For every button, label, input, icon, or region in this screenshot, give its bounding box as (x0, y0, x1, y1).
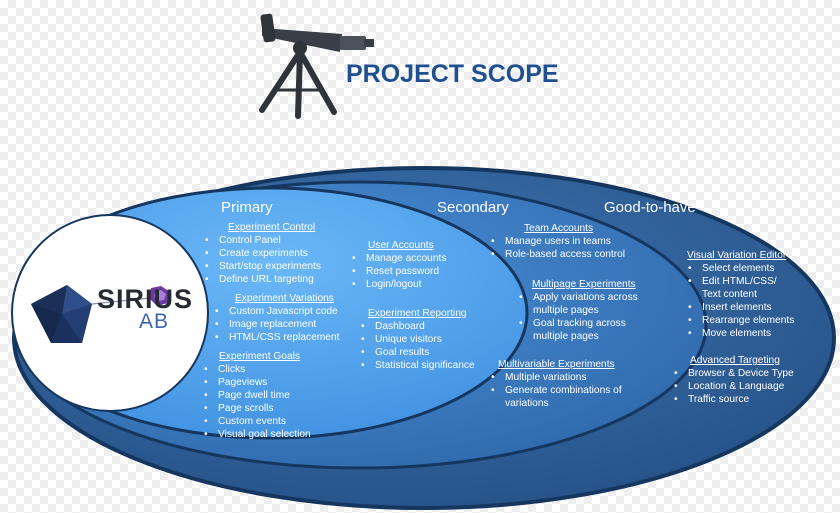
multivariable-experiments-label: Multivariable Experiments (498, 359, 615, 370)
list-item: Apply variations across (519, 291, 638, 304)
team-accounts-label: Team Accounts (524, 223, 594, 234)
primary-header: Primary (221, 199, 273, 216)
list-item: Page dwell time (204, 389, 311, 402)
list-item: Manage accounts (352, 252, 446, 265)
list-item: Visual goal selection (204, 428, 311, 441)
list-item: Define URL targeting (205, 273, 321, 286)
list-item: Custom Javascript code (215, 305, 339, 318)
list-item: Insert elements (688, 301, 794, 314)
visual-variation-editor-list: Select elements Edit HTML/CSS/ Text cont… (688, 262, 794, 341)
experiment-variations-label: Experiment Variations (235, 293, 334, 304)
multipage-experiments-list: Apply variations across multiple pages G… (519, 291, 638, 343)
list-item: Image replacement (215, 318, 339, 331)
sirius-pentagon-logo (31, 285, 170, 343)
list-item: Traffic source (674, 393, 794, 406)
list-item: Statistical significance (361, 359, 475, 372)
list-item: Location & Language (674, 380, 794, 393)
experiment-control-label: Experiment Control (228, 222, 316, 233)
list-item: Manage users in teams (491, 235, 625, 248)
list-item: Select elements (688, 262, 794, 275)
page-title: PROJECT SCOPE (346, 60, 559, 88)
list-item: Dashboard (361, 320, 475, 333)
list-item: Pageviews (204, 376, 311, 389)
list-item: Move elements (688, 327, 794, 340)
advanced-targeting-list: Browser & Device Type Location & Languag… (674, 367, 794, 406)
list-item: Multiple variations (491, 371, 622, 384)
logo-circle (11, 214, 209, 412)
list-item: Page scrolls (204, 402, 311, 415)
user-accounts-label: User Accounts (368, 240, 434, 251)
multivariable-experiments-list: Multiple variations Generate combination… (491, 371, 622, 410)
list-item: Rearrange elements (688, 314, 794, 327)
list-item: Browser & Device Type (674, 367, 794, 380)
list-item: Edit HTML/CSS/ (688, 275, 794, 288)
logo-name: SIRIUS (97, 284, 194, 314)
list-item: Start/stop experiments (205, 260, 321, 273)
experiment-goals-list: Clicks Pageviews Page dwell time Page sc… (204, 363, 311, 442)
experiment-reporting-label: Experiment Reporting (368, 308, 467, 319)
experiment-variations-list: Custom Javascript code Image replacement… (215, 305, 339, 344)
experiment-reporting-list: Dashboard Unique visitors Goal results S… (361, 320, 475, 372)
list-item: multiple pages (533, 305, 599, 317)
telescope-icon (259, 13, 374, 119)
good-to-have-header: Good-to-have (604, 199, 696, 216)
list-item: Text content (702, 289, 757, 301)
list-item: Role-based access control (491, 248, 625, 261)
user-accounts-list: Manage accounts Reset password Login/log… (352, 252, 446, 291)
list-item: Create experiments (205, 247, 321, 260)
team-accounts-list: Manage users in teams Role-based access … (491, 235, 625, 261)
list-item: Generate combinations of (491, 384, 622, 397)
list-item: Goal results (361, 346, 475, 359)
list-item: Login/logout (352, 278, 446, 291)
experiment-control-list: Control Panel Create experiments Start/s… (205, 234, 321, 286)
list-item: HTML/CSS replacement (215, 331, 339, 344)
list-item: Unique visitors (361, 333, 475, 346)
list-item: multiple pages (533, 331, 599, 343)
advanced-targeting-label: Advanced Targeting (690, 355, 780, 366)
logo-subtitle: AB (139, 310, 170, 333)
list-item: Reset password (352, 265, 446, 278)
list-item: Goal tracking across (519, 317, 638, 330)
list-item: variations (505, 398, 549, 410)
list-item: Clicks (204, 363, 311, 376)
list-item: Control Panel (205, 234, 321, 247)
list-item: Custom events (204, 415, 311, 428)
secondary-header: Secondary (437, 199, 509, 216)
visual-variation-editor-label: Visual Variation Editor (687, 250, 787, 261)
experiment-goals-label: Experiment Goals (219, 351, 300, 362)
multipage-experiments-label: Multipage Experiments (532, 279, 636, 290)
